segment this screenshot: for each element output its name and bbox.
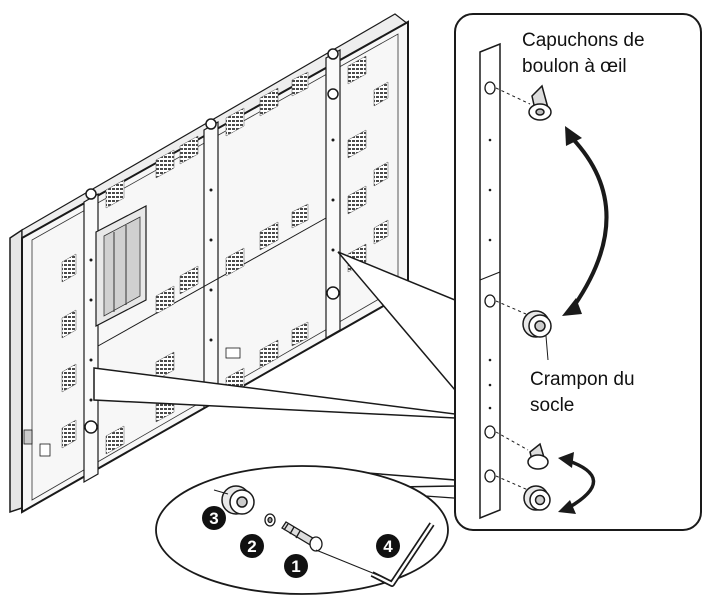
label-stand-clamp-line2: socle xyxy=(530,395,574,416)
detail-bracket-strip xyxy=(479,42,501,520)
badge-4: 4 xyxy=(376,534,400,558)
badge-2-label: 2 xyxy=(247,537,256,556)
arrowhead-large-bottom xyxy=(562,298,582,316)
detail-panel: Capuchons de boulon à œil Crampon du soc… xyxy=(454,13,702,531)
parts-detail: 3 2 1 4 xyxy=(155,465,449,595)
part-bolt xyxy=(281,521,323,552)
badge-4-label: 4 xyxy=(383,537,393,556)
badge-1: 1 xyxy=(284,554,308,578)
eye-bolt-cap-top xyxy=(528,84,552,121)
eye-bolts xyxy=(84,48,340,434)
vesa-plate xyxy=(95,205,147,327)
eye-bolt-cap-lower xyxy=(527,442,549,470)
label-eye-bolt-caps-line1: Capuchons de xyxy=(522,30,645,51)
label-stand-clamp-line1: Crampon du xyxy=(530,369,635,390)
swap-arrow-large xyxy=(570,136,609,308)
stand-clamp-middle xyxy=(522,310,552,338)
label-eye-bolt-caps-line2: boulon à œil xyxy=(522,56,627,77)
monitor-edge xyxy=(9,228,23,514)
part-washer xyxy=(264,513,276,527)
stand-clamp-lower xyxy=(523,485,551,511)
swap-arrow-small xyxy=(565,458,596,510)
part-hex-key xyxy=(370,522,435,587)
arrowhead-large-top xyxy=(565,126,582,146)
badge-2: 2 xyxy=(240,534,264,558)
badge-1-label: 1 xyxy=(291,557,300,576)
part-stand-clamp xyxy=(221,485,255,515)
arrowhead-small-bottom xyxy=(558,500,576,514)
badge-3: 3 xyxy=(202,506,226,530)
badge-3-label: 3 xyxy=(209,509,218,528)
arrowhead-small-top xyxy=(558,452,574,468)
